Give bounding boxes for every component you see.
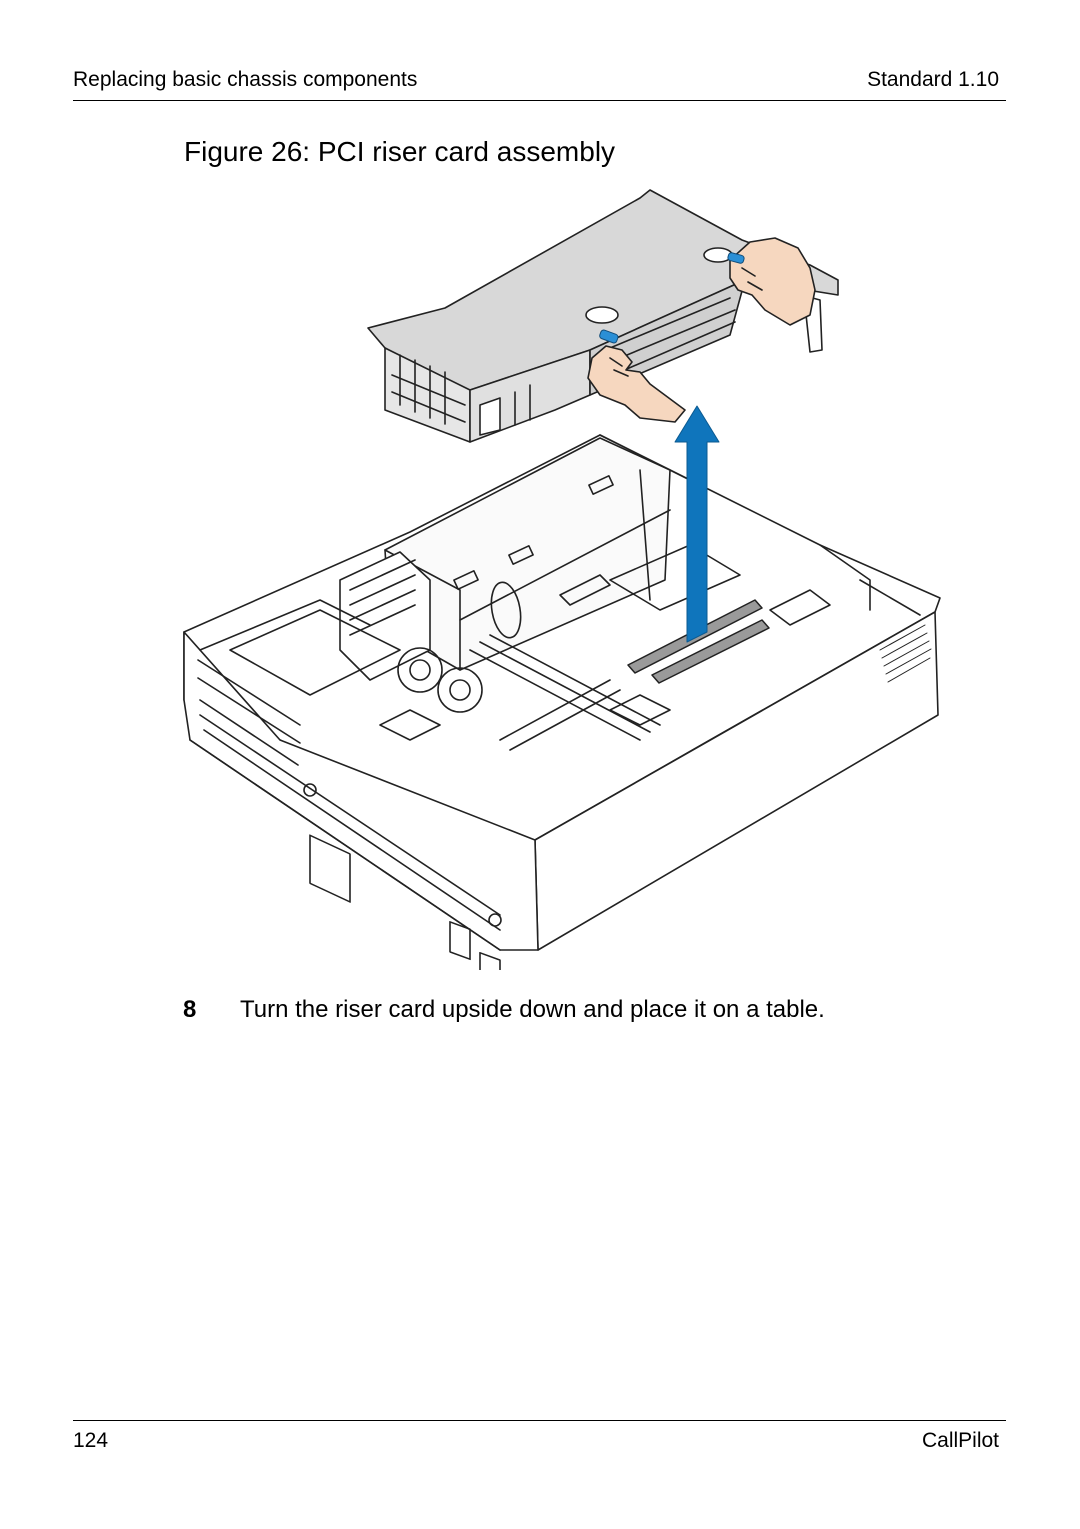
step-text: Turn the riser card upside down and plac… [240, 996, 825, 1023]
step-number: 8 [183, 996, 197, 1023]
page-number: 124 [73, 1429, 109, 1452]
left-hand [587, 345, 686, 423]
right-hand [729, 237, 816, 326]
page-footer: 124 CallPilot [73, 1420, 1006, 1461]
product-name: CallPilot [921, 1429, 999, 1452]
document-version: Standard 1.10 [867, 68, 999, 91]
page-header: Replacing basic chassis components Stand… [73, 66, 1006, 101]
riser-card-illustration [170, 180, 960, 970]
server-chassis [183, 434, 941, 970]
riser-card-cage [367, 189, 839, 443]
right-release-tab [727, 252, 745, 264]
figure-caption: Figure 26: PCI riser card assembly [184, 136, 616, 167]
left-release-tab [599, 329, 619, 344]
lift-direction-arrow [674, 405, 720, 643]
section-title: Replacing basic chassis components [73, 68, 418, 91]
